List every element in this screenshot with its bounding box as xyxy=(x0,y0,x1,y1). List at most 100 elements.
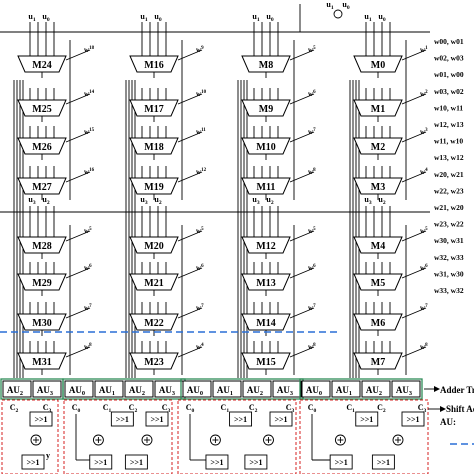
top-adder-icon xyxy=(333,9,343,19)
multiplexer-body xyxy=(353,99,403,117)
wire-segment xyxy=(65,171,91,183)
weight-label: w6 xyxy=(308,264,316,272)
multiplexer-label: M0 xyxy=(371,60,385,71)
arithmetic-unit xyxy=(301,380,331,398)
multiplexer-label: M20 xyxy=(144,241,163,252)
weight-label: w6 xyxy=(196,264,204,272)
multiplexer-label: M27 xyxy=(32,182,51,193)
multiplexer-label: M7 xyxy=(371,357,385,368)
multiplexer-body xyxy=(17,313,67,331)
wire-segment xyxy=(65,307,91,319)
au-legend-label: AU: xyxy=(440,417,456,427)
weight-pair-label: w20, w21 xyxy=(434,170,464,179)
arithmetic-unit xyxy=(391,380,421,398)
input-u2-label: u2 xyxy=(42,195,49,206)
multiplexer-body xyxy=(353,236,403,254)
arithmetic-unit-label: AU2 xyxy=(129,385,145,397)
arithmetic-unit xyxy=(124,380,154,398)
input-u0-label: u0 xyxy=(154,12,161,23)
wire-segment xyxy=(65,346,91,358)
multiplexer-body xyxy=(241,177,291,195)
shift-right-block xyxy=(401,411,425,427)
multiplexer-body xyxy=(353,55,403,73)
shift-add-unit-box xyxy=(299,399,429,474)
shift-right-block xyxy=(229,411,253,427)
multiplexer-body xyxy=(241,99,291,117)
multiplexer-label: M14 xyxy=(256,318,275,329)
arithmetic-unit-label: AU2 xyxy=(247,385,263,397)
weight-label: w11 xyxy=(196,128,206,136)
multiplexer-body xyxy=(353,137,403,155)
coefficient-label: C3 xyxy=(43,403,52,414)
shift-right-block xyxy=(371,454,395,470)
input-u1-label: u1 xyxy=(364,12,371,23)
shift-right-label: >>1 xyxy=(249,458,262,467)
shift-add-unit-box xyxy=(177,399,297,474)
wire-segment xyxy=(177,230,203,242)
arithmetic-unit-label: AU2 xyxy=(7,385,23,397)
coefficient-label: C3 xyxy=(418,403,427,414)
arithmetic-unit xyxy=(64,380,94,398)
wire-segment xyxy=(401,131,427,143)
multiplexer-label: M26 xyxy=(32,142,51,153)
shift-right-label: >>1 xyxy=(130,458,143,467)
multiplexer-label: M29 xyxy=(32,278,51,289)
input-u3-label: u3 xyxy=(140,195,147,206)
shift-right-block xyxy=(205,454,229,470)
shift-right-label: >>1 xyxy=(210,458,223,467)
coefficient-label: C3 xyxy=(286,403,295,414)
multiplexer-label: M12 xyxy=(256,241,275,252)
coefficient-label: C2 xyxy=(10,403,19,414)
weight-label: w14 xyxy=(84,90,95,98)
weight-label: w7 xyxy=(420,304,428,312)
multiplexer-label: M11 xyxy=(257,182,276,193)
arithmetic-unit-label: AU3 xyxy=(37,385,53,397)
shift-add-arrow-icon xyxy=(440,406,446,412)
weight-label: w5 xyxy=(308,227,316,235)
weight-label: w7 xyxy=(84,304,92,312)
weight-label: w7 xyxy=(308,304,316,312)
weight-pair-label: w12, w13 xyxy=(434,120,464,129)
arithmetic-unit-label: AU0 xyxy=(187,385,203,397)
input-u3-label: u3 xyxy=(28,195,35,206)
multiplexer-body xyxy=(129,313,179,331)
weight-label: w5 xyxy=(308,46,316,54)
wire-segment xyxy=(289,267,315,279)
arithmetic-unit xyxy=(331,380,361,398)
arithmetic-unit xyxy=(272,380,302,398)
arithmetic-unit-label: AU2 xyxy=(366,385,382,397)
shift-right-label: >>1 xyxy=(34,415,47,424)
weight-label: w6 xyxy=(308,90,316,98)
input-u3-label: u3 xyxy=(364,195,371,206)
arithmetic-unit xyxy=(242,380,272,398)
shift-right-label: >>1 xyxy=(360,415,373,424)
weight-label: w12 xyxy=(196,168,207,176)
output-y-label: y xyxy=(46,451,50,460)
wire-segment xyxy=(289,131,315,143)
adder-tree-arrow-icon xyxy=(434,386,440,392)
shift-right-block xyxy=(145,411,169,427)
shift-add-label: Shift Add xyxy=(446,404,474,414)
multiplexer-body xyxy=(17,55,67,73)
wire-segment xyxy=(401,346,427,358)
input-u0-label: u0 xyxy=(42,12,49,23)
wire-segment xyxy=(401,230,427,242)
